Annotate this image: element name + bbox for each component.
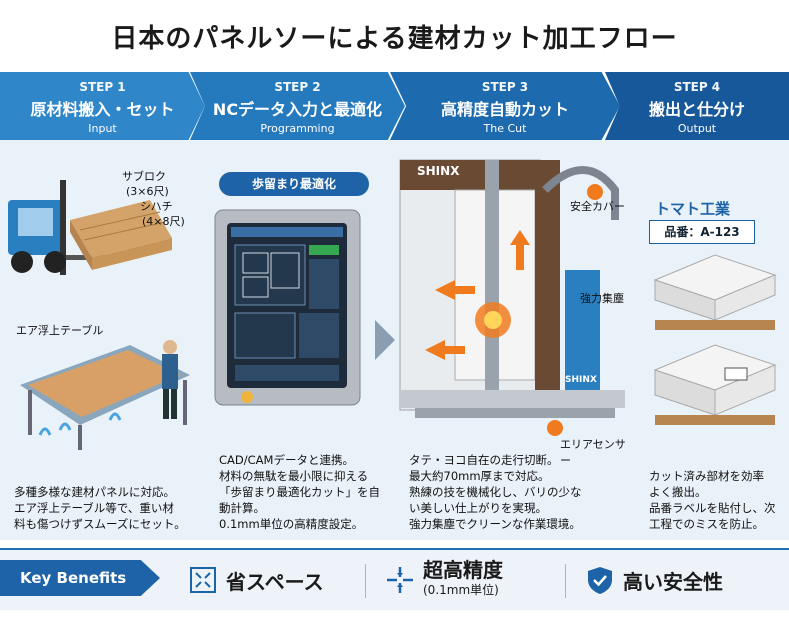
- step-header: STEP 1 原材料搬入・セット Input STEP 2 NCデータ入力と最適…: [0, 72, 789, 140]
- label-shihachi-size: (4×8尺): [142, 215, 185, 228]
- label-shihachi: シハチ: [140, 200, 173, 213]
- step-number: STEP 3: [481, 80, 529, 94]
- part-number-label: 品番：A-123: [649, 220, 755, 244]
- key-benefits-bar: Key Benefits 省スペース 超高精度 (0.1mm単位) 高い安全性: [0, 548, 789, 610]
- step-1-description: 多種多様な建材パネルに対応。 エア浮上テーブル等で、重い材 料も傷つけずスムーズ…: [14, 484, 186, 532]
- benefit-text: 高い安全性: [623, 569, 723, 594]
- label-dust-collection: 強力集塵: [580, 292, 624, 305]
- description-line: よく搬出。: [649, 485, 707, 499]
- benefit-title: 超高精度: [423, 558, 503, 582]
- panel-saw-illustration: [399, 159, 625, 436]
- step-arrow-icon: [375, 320, 395, 360]
- description-line: 強力集塵でクリーンな作業環境。: [409, 517, 581, 531]
- label-area-sensor: エリアセンサー: [560, 438, 626, 467]
- forklift-illustration: [8, 180, 172, 275]
- benefit-space-saving: 省スペース: [188, 558, 324, 602]
- benefit-subtext: (0.1mm単位): [423, 583, 499, 597]
- description-line: 工程でのミスを防止。: [649, 517, 764, 531]
- step-number: STEP 1: [79, 80, 126, 94]
- description-line: 熟練の技を機械化し、バリの少な: [409, 485, 582, 499]
- stacked-parts-illustration: [653, 254, 777, 425]
- step-4-header: STEP 4 搬出と仕分け Output: [605, 72, 789, 140]
- brand-label-secondary: SHINX: [565, 375, 597, 385]
- air-table-illustration: [20, 340, 190, 450]
- step-2-panel: 歩留まり最適化 CAD/CAMデータと連携。 材料の無駄を最小限に抑える 「歩留…: [205, 140, 395, 540]
- label-air-table: エア浮上テーブル: [16, 324, 104, 337]
- step-title: NCデータ入力と最適化: [212, 100, 383, 119]
- step-2-description: CAD/CAMデータと連携。 材料の無駄を最小限に抑える 「歩留まり最適化カット…: [219, 452, 380, 532]
- label-sabroku: サブロク: [122, 170, 166, 183]
- description-line: 最大約70mm厚まで対応。: [409, 469, 550, 483]
- step-3-description: タテ・ヨコ自在の走行切断。 最大約70mm厚まで対応。 熟練の技を機械化し、バリ…: [409, 452, 582, 532]
- step-title: 原材料搬入・セット: [30, 100, 175, 119]
- description-line: 品番ラベルを貼付し、次: [649, 501, 776, 515]
- page-title: 日本のパネルソーによる建材カット加工フロー: [111, 24, 678, 54]
- expand-icon: [190, 567, 216, 593]
- benefit-text: 省スペース: [226, 569, 324, 594]
- nc-controller-illustration: [214, 209, 361, 406]
- benefit-safety: 高い安全性: [585, 558, 723, 602]
- step-subtitle: The Cut: [483, 122, 527, 135]
- description-line: い美しい仕上がりを実現。: [409, 501, 547, 515]
- label-sabroku-size: (3×6尺): [126, 185, 169, 198]
- step-subtitle: Output: [677, 122, 717, 135]
- step-subtitle: Programming: [260, 122, 335, 135]
- description-line: CAD/CAMデータと連携。: [219, 453, 354, 467]
- description-line: カット済み部材を効率: [649, 469, 764, 483]
- description-line: 料も傷つけずスムーズにセット。: [14, 517, 186, 531]
- step-1-panel: サブロク (3×6尺) シハチ (4×8尺) エア浮上テーブル 多種多様な建材パ…: [0, 140, 200, 540]
- label-safety-cover: 安全カバー: [570, 200, 625, 213]
- step-2-header: STEP 2 NCデータ入力と最適化 Programming: [190, 72, 405, 140]
- description-line: 多種多様な建材パネルに対応。: [14, 485, 175, 499]
- steps-content: サブロク (3×6尺) シハチ (4×8尺) エア浮上テーブル 多種多様な建材パ…: [0, 140, 789, 540]
- description-line: 「歩留まり最適化カット」を自: [219, 485, 380, 499]
- step-title: 搬出と仕分け: [648, 100, 745, 119]
- step-1-header: STEP 1 原材料搬入・セット Input: [0, 72, 205, 140]
- step-subtitle: Input: [88, 122, 117, 135]
- step-number: STEP 2: [274, 80, 321, 94]
- company-label: トマト工業: [655, 200, 731, 218]
- key-benefits-label: Key Benefits: [0, 560, 160, 596]
- step-4-panel: トマト工業 品番：A-123 カット済み部材を効率 よく搬出。 品番ラベルを貼付…: [635, 140, 789, 540]
- description-line: 動計算。: [219, 501, 265, 515]
- description-line: タテ・ヨコ自在の走行切断。: [409, 453, 559, 467]
- step-title: 高精度自動カット: [440, 100, 569, 119]
- crosshair-icon: [387, 567, 413, 593]
- benefit-high-precision: 超高精度 (0.1mm単位): [385, 558, 503, 602]
- step-3-panel: SHINX SHINX 安全カバー 強力集塵 エリアセンサー タテ・ヨコ自在の走…: [395, 140, 635, 540]
- description-line: エア浮上テーブル等で、重い材: [14, 501, 174, 515]
- divider: [565, 564, 566, 598]
- brand-label: SHINX: [417, 164, 460, 178]
- shield-check-icon: [588, 567, 612, 594]
- description-line: 0.1mm単位の高精度設定。: [219, 517, 364, 531]
- step-3-header: STEP 3 高精度自動カット The Cut: [390, 72, 620, 140]
- divider: [365, 564, 366, 598]
- step-4-description: カット済み部材を効率 よく搬出。 品番ラベルを貼付し、次 工程でのミスを防止。: [649, 468, 776, 532]
- description-line: 材料の無駄を最小限に抑える: [219, 469, 369, 483]
- yield-optimization-badge: 歩留まり最適化: [219, 172, 369, 196]
- benefit-text: 超高精度 (0.1mm単位): [423, 560, 503, 600]
- step-number: STEP 4: [673, 80, 721, 94]
